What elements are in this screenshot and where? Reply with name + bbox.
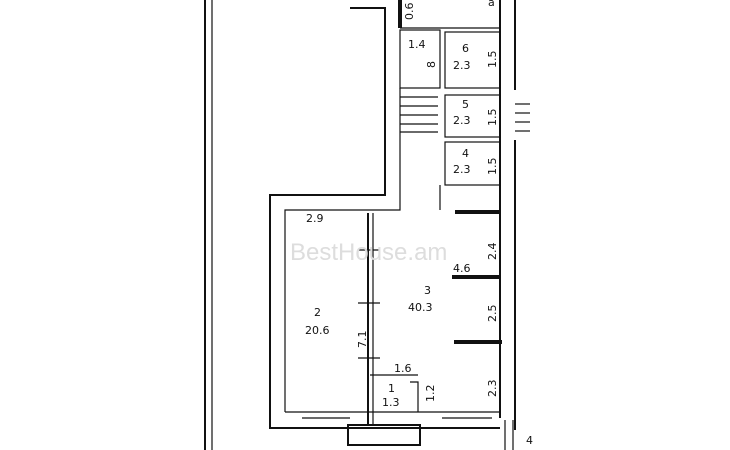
dim-room6-side: 1.5 [486, 51, 499, 69]
dim-room4-side: 1.5 [486, 158, 499, 176]
balcony [347, 424, 421, 446]
room-1-area: 1.3 [382, 396, 400, 409]
room-1-number: 1 [388, 382, 395, 395]
room-6-area: 2.3 [453, 59, 471, 72]
stairs [400, 96, 530, 133]
room-2-number: 2 [314, 306, 321, 319]
walls [204, 0, 516, 450]
dim-0-6: 0.6 [403, 3, 416, 21]
room-5-number: 5 [462, 98, 469, 111]
dim-1-4: 1.4 [408, 38, 426, 51]
dim-4: 4 [526, 434, 533, 447]
room-labels: 6 2.3 5 2.3 4 2.3 3 40.3 2 20.6 1 1.3 [305, 42, 471, 409]
watermark: BestHouse.am [290, 239, 447, 266]
dim-room5-side: 1.5 [486, 109, 499, 127]
dim-1-2: 1.2 [424, 385, 437, 403]
dim-7-1: 7.1 [356, 331, 369, 349]
room-2-area: 20.6 [305, 324, 330, 337]
room-5-area: 2.3 [453, 114, 471, 127]
dim-4-6: 4.6 [453, 262, 471, 275]
dim-8: 8 [425, 61, 438, 68]
dimension-labels: 0.6 a 1.4 8 1.5 1.5 1.5 2.9 2.4 4.6 2.5 … [306, 0, 533, 447]
room-4-area: 2.3 [453, 163, 471, 176]
dim-1-6: 1.6 [394, 362, 412, 375]
dim-2-3: 2.3 [486, 380, 499, 398]
room-4-number: 4 [462, 147, 469, 160]
dim-a: a [488, 0, 495, 9]
dim-2-5: 2.5 [486, 305, 499, 323]
dim-2-4: 2.4 [486, 243, 499, 261]
room-3-number: 3 [424, 284, 431, 297]
room-3-area: 40.3 [408, 301, 433, 314]
room-6-number: 6 [462, 42, 469, 55]
dim-2-9: 2.9 [306, 212, 324, 225]
